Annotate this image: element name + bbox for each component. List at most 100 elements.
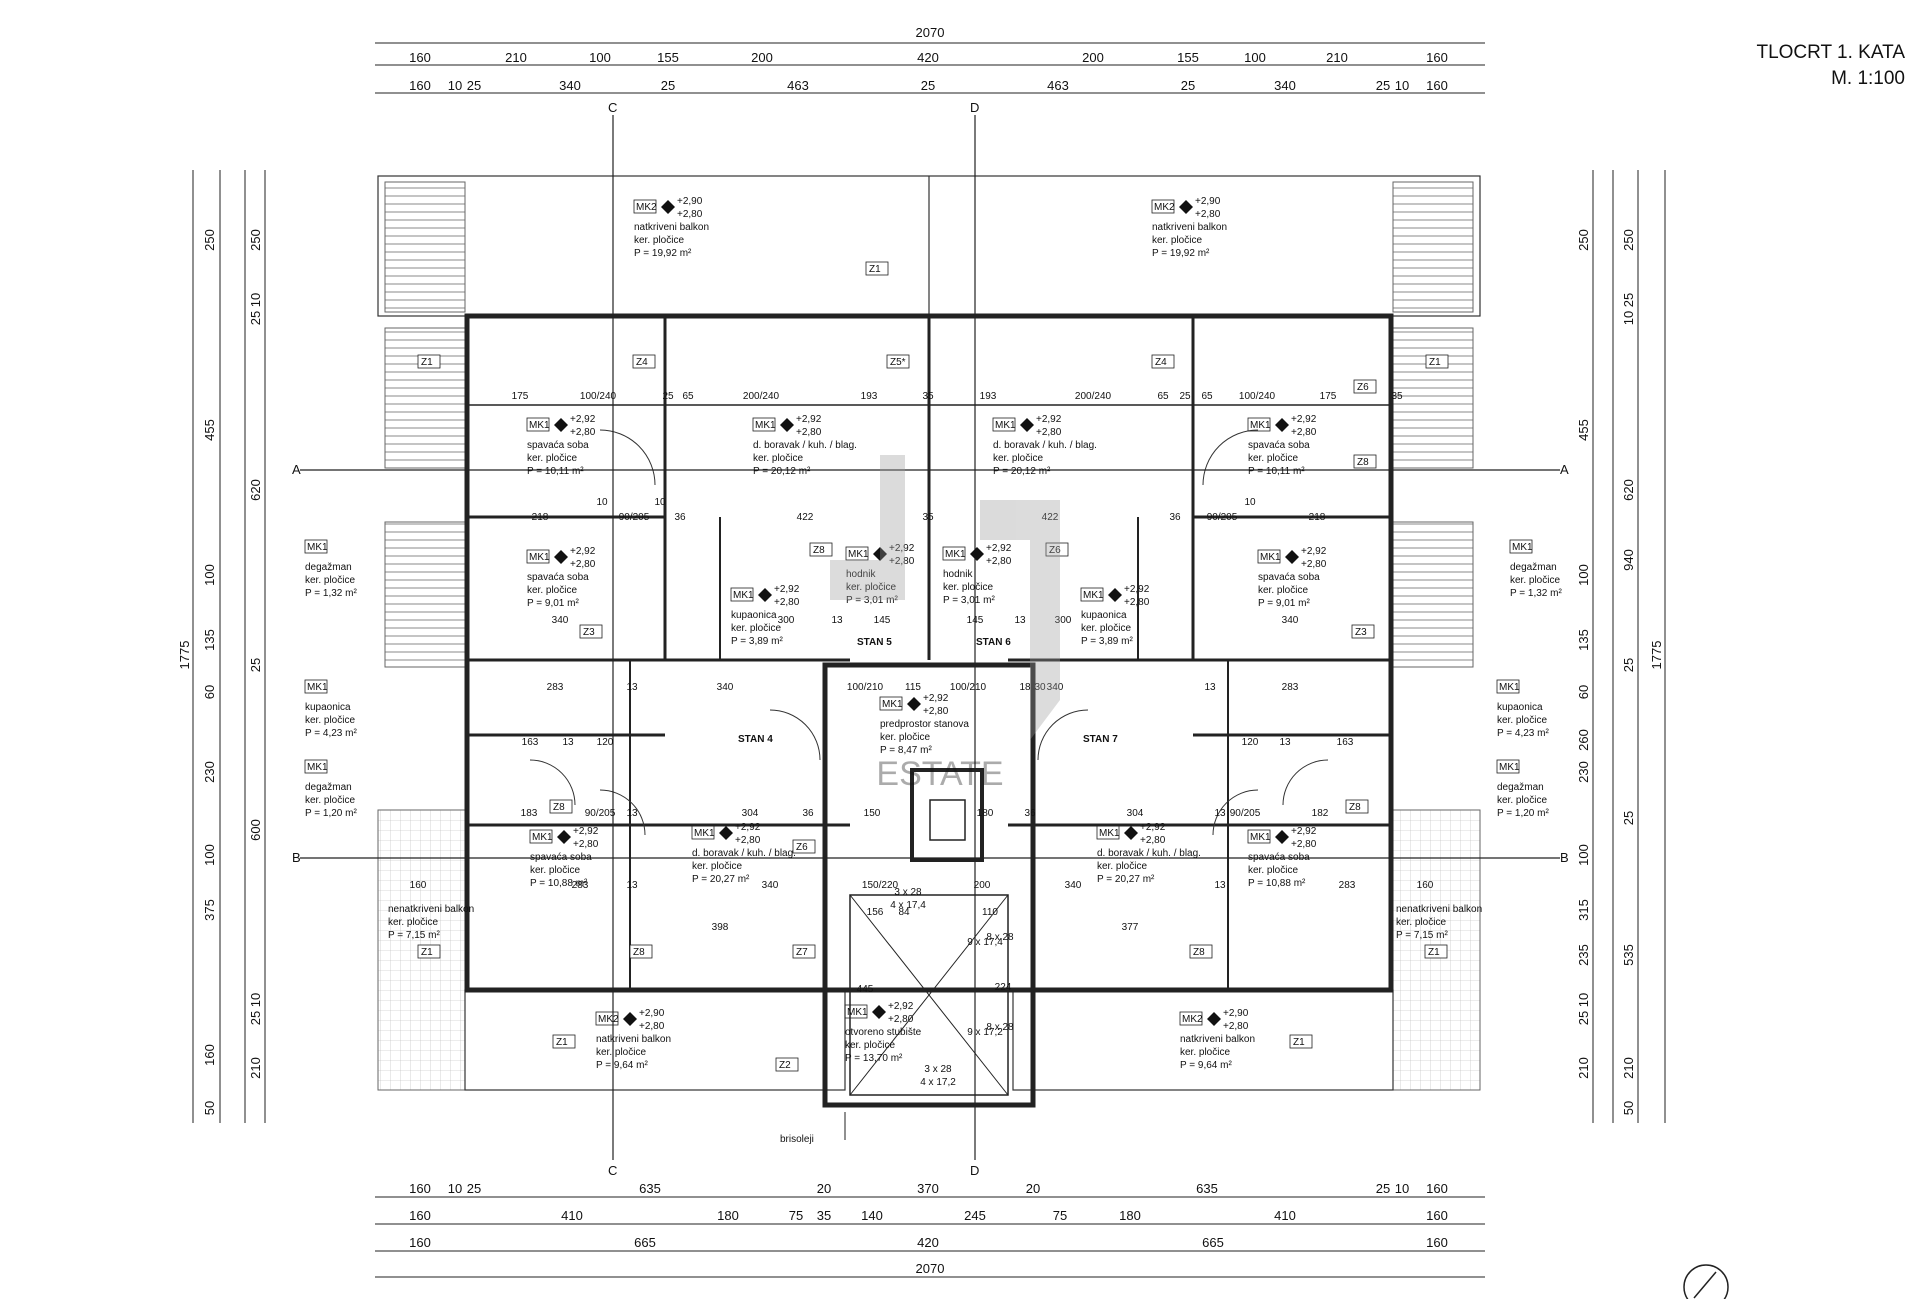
- dim-top-r2-5: 463: [787, 78, 809, 93]
- elevator-shaft: [910, 768, 984, 862]
- dim-right-c1-6: 230: [1576, 761, 1591, 783]
- apartment-labels: STAN 4 STAN 5 STAN 6 STAN 7: [738, 637, 1118, 745]
- level-top: +2,90: [1195, 196, 1221, 207]
- dim-bot-r1-1: 10: [448, 1181, 462, 1196]
- louver-top-right: [1392, 181, 1474, 313]
- inner-dimension: 65: [1157, 391, 1169, 402]
- room-area: P = 13,70 m²: [845, 1053, 903, 1064]
- component-tag: Z1: [417, 944, 441, 959]
- room-floor: ker. pločice: [943, 582, 993, 593]
- dim-top-r2-10: 25: [1376, 78, 1390, 93]
- tag-box: [792, 944, 816, 959]
- room-floor: ker. pločice: [1180, 1047, 1230, 1058]
- tag-label: Z2: [779, 1060, 791, 1071]
- dim-right-c2-8: 10: [1576, 993, 1591, 1007]
- room-code-box: [526, 417, 550, 432]
- room-code-box: [730, 587, 754, 602]
- dim-right-c1-8: 315: [1576, 899, 1591, 921]
- inner-dimension: 160: [410, 880, 427, 891]
- dim-bot-r2-9: 410: [1274, 1208, 1296, 1223]
- inner-dimension: 13: [1214, 808, 1226, 819]
- room-name: d. boravak / kuh. / blag.: [993, 440, 1097, 451]
- room-code-box: [1496, 679, 1520, 694]
- room-name: degažman: [1497, 782, 1544, 793]
- dim-bot-r2-5: 140: [861, 1208, 883, 1223]
- watermark: ESTATE: [830, 455, 1060, 793]
- room-area: P = 10,88 m²: [530, 878, 588, 889]
- dim-left-c1-0: 250: [202, 229, 217, 251]
- dim-top-r1-5: 420: [917, 50, 939, 65]
- tag-label: Z6: [796, 842, 808, 853]
- room-code: MK1: [848, 549, 869, 560]
- tag-box: [1351, 624, 1375, 639]
- inner-dimension: 10: [596, 497, 608, 508]
- room-name: nenatkriveni balkon: [1396, 904, 1482, 915]
- dim-right-c1-9: 235: [1576, 944, 1591, 966]
- inner-dimension: 90/205: [619, 512, 650, 523]
- room-floor: ker. pločice: [388, 917, 438, 928]
- inner-dimension: 10: [654, 497, 666, 508]
- inner-dimension: 445: [857, 984, 874, 995]
- stan-6-label: STAN 6: [976, 637, 1011, 648]
- level-bottom: +2,80: [1223, 1021, 1249, 1032]
- component-tag: Z7: [792, 944, 816, 959]
- room-name: spavaća soba: [527, 572, 589, 583]
- inner-dimension: 65: [682, 391, 694, 402]
- level-top: +2,92: [796, 414, 822, 425]
- component-tag: Z6: [792, 839, 816, 854]
- dim-left-c1-8: 160: [202, 1044, 217, 1066]
- door-arc-4: [1037, 709, 1089, 761]
- inner-dimension: 35: [922, 391, 934, 402]
- title-line-1: TLOCRT 1. KATA: [1756, 42, 1905, 63]
- bottom-dimensions: 160 10 25 635 20 370 20 635 25 10 160 16…: [409, 1181, 1448, 1276]
- section-b-right: B: [1560, 850, 1569, 865]
- dim-bot-r3-0: 160: [409, 1235, 431, 1250]
- room-floor: ker. pločice: [845, 1040, 895, 1051]
- tag-label: Z1: [1293, 1037, 1305, 1048]
- dim-right-c1-3: 135: [1576, 629, 1591, 651]
- inner-dimension: 18: [1019, 682, 1031, 693]
- inner-dimension: 25: [1179, 391, 1191, 402]
- level-marker-icon: [554, 550, 568, 564]
- level-top: +2,92: [1291, 414, 1317, 425]
- tag-box: [792, 839, 816, 854]
- dim-right-c2-9: 25: [1576, 1011, 1591, 1025]
- component-tag: Z4: [632, 354, 656, 369]
- inner-dimension: 110: [982, 907, 998, 918]
- room-code: MK1: [945, 549, 966, 560]
- tag-box: [549, 799, 573, 814]
- inner-dimension: 283: [1339, 880, 1356, 891]
- tag-label: Z8: [1193, 947, 1205, 958]
- dim-top-r1-2: 100: [589, 50, 611, 65]
- dim-left-c1-2: 100: [202, 564, 217, 586]
- level-bottom: +2,80: [1036, 427, 1062, 438]
- inner-dimension: 160: [1417, 880, 1434, 891]
- room-label: MK1+2,92+2,80d. boravak / kuh. / blag.ke…: [691, 822, 796, 885]
- inner-dimension: 13: [831, 615, 843, 626]
- inner-dimension: 9 x 17,2: [967, 1027, 1003, 1038]
- room-code-box: [752, 417, 776, 432]
- level-bottom: +2,80: [1301, 559, 1327, 570]
- room-area: P = 9,01 m²: [527, 598, 579, 609]
- dim-bot-r3-2: 420: [917, 1235, 939, 1250]
- component-tag: Z2: [775, 1057, 799, 1072]
- dim-top-r1-4: 200: [751, 50, 773, 65]
- room-code: MK1: [1099, 828, 1120, 839]
- dim-top-r2-0: 160: [409, 78, 431, 93]
- dim-bot-r1-4: 20: [817, 1181, 831, 1196]
- dim-left-c1-4: 60: [202, 685, 217, 699]
- level-top: +2,92: [1301, 546, 1327, 557]
- room-code-box: [595, 1011, 619, 1026]
- left-dimensions: 1775 250 455 100 135 60 230 100 375 160 …: [177, 229, 263, 1115]
- door-arc-1: [599, 429, 656, 486]
